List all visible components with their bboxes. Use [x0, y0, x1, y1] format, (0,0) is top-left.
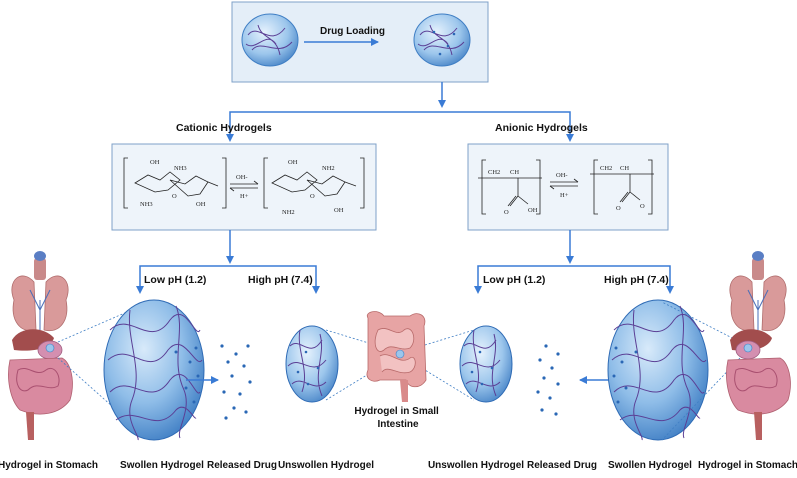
acrylate-structure	[590, 159, 654, 215]
chitosan-protonated-structure	[123, 157, 227, 209]
bottom-label-left-stomach: Hydrogel in Stomach	[0, 460, 98, 471]
drug-loading-label: Drug Loading	[320, 26, 385, 37]
anionic-left-o: O	[504, 209, 509, 216]
cationic-right-oh-bottom: OH	[334, 207, 344, 214]
cationic-arrow-head	[226, 134, 234, 142]
intestine-label: Hydrogel in Small Intestine	[354, 406, 441, 430]
anionic-left-ch: CH	[510, 169, 519, 176]
cationic-left-o: O	[172, 193, 177, 200]
bottom-label-left-unswollen: Unswollen Hydrogel	[278, 460, 374, 471]
cationic-structure-box	[111, 143, 377, 231]
acrylic-acid-structure	[478, 159, 542, 215]
cationic-ph-connector	[139, 230, 317, 288]
intestine-label-line2: Intestine	[377, 419, 419, 430]
left-released-drug-dots	[220, 344, 252, 420]
anionic-right-ch: CH	[620, 165, 629, 172]
loaded-hydrogel-bead	[413, 13, 471, 67]
anionic-ph-connector	[477, 230, 671, 288]
cationic-ph-arrow	[226, 256, 234, 264]
cationic-high-ph-label: High pH (7.4)	[248, 274, 313, 286]
cationic-right-nh2-top: NH2	[322, 165, 335, 172]
anionic-h-plus: H+	[560, 192, 569, 199]
anionic-oh-minus: OH-	[556, 172, 568, 179]
anionic-arrow-head	[566, 134, 574, 142]
anionic-high-ph-label: High pH (7.4)	[604, 274, 669, 286]
anionic-right-o: O	[616, 205, 621, 212]
cationic-left-nh3-top: NH3	[174, 165, 187, 172]
cationic-left-oh: OH	[150, 159, 160, 166]
intestine-label-line1: Hydrogel in Small	[354, 406, 439, 417]
bottom-label-right-stomach: Hydrogel in Stomach	[698, 460, 797, 471]
chitosan-neutral-structure	[263, 157, 365, 209]
bottom-label-right-swollen: Swollen Hydrogel	[608, 460, 692, 471]
cationic-oh-minus: OH-	[236, 174, 248, 181]
right-released-drug-dots	[536, 344, 560, 416]
cationic-low-ph-arrow	[136, 286, 144, 294]
right-swollen-hydrogel	[607, 299, 709, 441]
cationic-h-plus: H+	[240, 193, 249, 200]
equilibrium-arrows-cationic	[229, 180, 259, 192]
anionic-left-ch2: CH2	[488, 169, 500, 176]
middle-left-unswollen-hydrogel	[285, 325, 339, 403]
anionic-high-ph-arrow	[666, 286, 674, 294]
right-body-organs-illustration	[726, 251, 791, 440]
cationic-right-oh: OH	[288, 159, 298, 166]
cationic-right-nh2-bottom: NH2	[282, 209, 295, 216]
anionic-hydrogels-label: Anionic Hydrogels	[495, 122, 588, 134]
small-intestine-illustration	[366, 311, 427, 402]
bottom-label-left-released: Released Drug	[207, 460, 277, 471]
left-body-organs-illustration	[8, 251, 73, 440]
right-zoom-lines	[661, 301, 741, 441]
cationic-right-o: O	[310, 193, 315, 200]
anionic-low-ph-arrow	[474, 286, 482, 294]
cationic-left-nh3-bottom: NH3	[140, 201, 153, 208]
left-zoom-lines	[57, 301, 151, 441]
bottom-label-right-released: Released Drug	[527, 460, 597, 471]
anionic-right-o-minus: O	[640, 203, 645, 210]
anionic-left-oh: OH	[528, 207, 538, 214]
cationic-high-ph-arrow	[312, 286, 320, 294]
bottom-label-left-swollen: Swollen Hydrogel	[120, 460, 204, 471]
cationic-hydrogels-label: Cationic Hydrogels	[176, 122, 272, 134]
anionic-low-ph-label: Low pH (1.2)	[483, 274, 545, 286]
middle-right-unswollen-hydrogel	[459, 325, 513, 403]
branch-arrow-head	[438, 100, 446, 108]
bottom-label-right-unswollen: Unswollen Hydrogel	[428, 460, 524, 471]
equilibrium-arrows-anionic	[549, 178, 579, 190]
empty-hydrogel-bead	[241, 13, 299, 67]
anionic-right-ch2: CH2	[600, 165, 612, 172]
left-swollen-hydrogel	[103, 299, 205, 441]
cationic-low-ph-label: Low pH (1.2)	[144, 274, 206, 286]
anionic-ph-arrow	[566, 256, 574, 264]
anionic-structure-box	[467, 143, 669, 231]
cationic-left-oh-bottom: OH	[196, 201, 206, 208]
